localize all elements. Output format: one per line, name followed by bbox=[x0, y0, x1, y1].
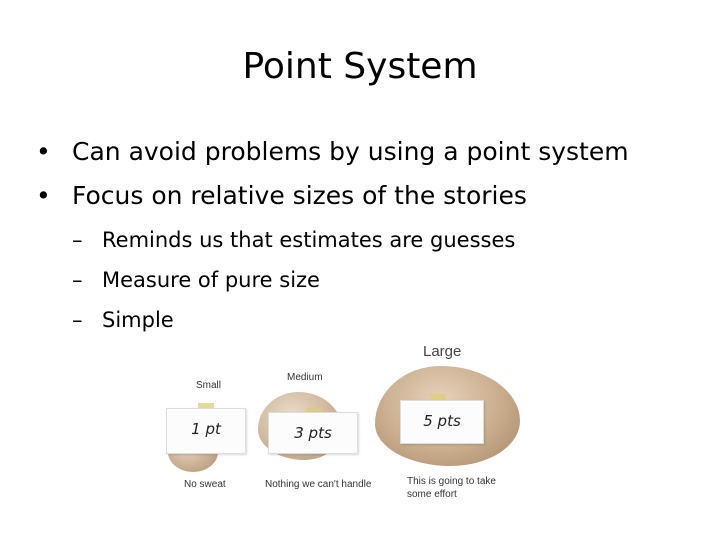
rocks-illustration: Small Medium Large 1 pt 3 pts 5 pts No s… bbox=[160, 340, 530, 510]
bullet-mark: • bbox=[36, 137, 51, 166]
bullet-text: Focus on relative sizes of the stories bbox=[72, 181, 527, 210]
sub-bullet-item: –Reminds us that estimates are guesses bbox=[72, 220, 515, 260]
large-points-card: 5 pts bbox=[400, 400, 484, 444]
tape-decoration bbox=[198, 403, 214, 411]
sub-bullet-item: –Measure of pure size bbox=[72, 260, 515, 300]
large-heading: Large bbox=[423, 343, 462, 360]
small-heading: Small bbox=[196, 380, 222, 391]
bullet-list: • Can avoid problems by using a point sys… bbox=[36, 130, 629, 218]
medium-heading: Medium bbox=[287, 372, 323, 383]
sub-bullet-text: Reminds us that estimates are guesses bbox=[102, 228, 516, 252]
tape-decoration bbox=[430, 394, 446, 402]
dash-mark: – bbox=[72, 308, 83, 332]
bullet-text: Can avoid problems by using a point syst… bbox=[72, 137, 629, 166]
large-caption-line1: This is going to take bbox=[407, 476, 496, 487]
sub-bullet-item: –Simple bbox=[72, 300, 515, 340]
medium-caption: Nothing we can't handle bbox=[265, 479, 372, 490]
bullet-mark: • bbox=[36, 181, 51, 210]
dash-mark: – bbox=[72, 268, 83, 292]
slide-title: Point System bbox=[242, 46, 478, 87]
small-caption: No sweat bbox=[184, 479, 226, 490]
bullet-item: • Can avoid problems by using a point sys… bbox=[36, 130, 629, 174]
sub-bullet-text: Simple bbox=[102, 308, 174, 332]
bullet-item: • Focus on relative sizes of the stories bbox=[36, 174, 629, 218]
large-caption-line2: some effort bbox=[407, 489, 457, 500]
small-points-card: 1 pt bbox=[166, 408, 246, 454]
dash-mark: – bbox=[72, 228, 83, 252]
medium-points-card: 3 pts bbox=[268, 412, 358, 454]
sub-bullet-text: Measure of pure size bbox=[102, 268, 320, 292]
sub-bullet-list: –Reminds us that estimates are guesses –… bbox=[72, 220, 515, 340]
